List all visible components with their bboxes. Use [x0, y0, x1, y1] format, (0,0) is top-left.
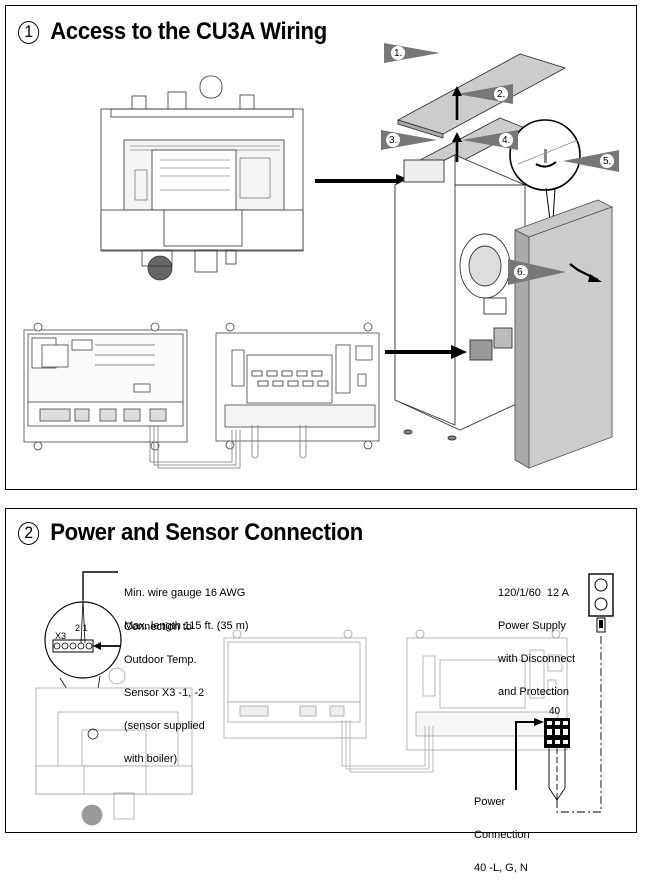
step-2-label: 2.	[497, 89, 506, 100]
power-supply-note: 120/1/60 12 A Power Supply with Disconne…	[498, 566, 575, 709]
step-6-label: 6.	[517, 267, 526, 278]
section-1-heading: Access to the CU3A Wiring	[50, 18, 327, 45]
wall-outlet-icon	[588, 573, 614, 633]
callout-step-5	[563, 150, 619, 172]
diagram-drawing	[23, 43, 619, 826]
callout-step-4	[462, 130, 518, 150]
wire-length-text: Max. length 115 ft. (35 m)	[124, 620, 249, 632]
sensor-text-2: Outdoor Temp.	[124, 654, 197, 666]
side-panel	[513, 199, 614, 469]
callout-step-6	[508, 259, 566, 285]
power-conn-text-1: Power	[474, 796, 506, 808]
boiler-front-view-small	[35, 667, 193, 826]
power-conn-text-3: 40 -L, G, N	[474, 862, 528, 874]
terminal-40-label: 40	[549, 706, 561, 717]
callout-step-2	[457, 84, 513, 104]
wire-gauge-text: Min. wire gauge 16 AWG	[124, 587, 246, 599]
boiler-front-view	[100, 75, 304, 281]
sensor-text-4: (sensor supplied	[124, 720, 205, 732]
power-supply-text: Power Supply	[498, 620, 566, 632]
control-board-left	[23, 322, 188, 451]
screw-detail-magnifier	[509, 119, 581, 221]
power-connection-note: Power Connection 40 -L, G, N	[474, 775, 530, 885]
sensor-magnifier	[44, 571, 122, 723]
section-2-title: 2 Power and Sensor Connection	[18, 519, 363, 547]
callout-step-1	[384, 43, 440, 63]
power-conn-text-2: Connection	[474, 829, 530, 841]
sensor-connection-note: Connection to Outdoor Temp. Sensor X3 -1…	[124, 600, 205, 776]
section-1-title: 1 Access to the CU3A Wiring	[18, 18, 327, 46]
step-number-badge: 2	[18, 521, 40, 545]
protection-text: and Protection	[498, 686, 569, 698]
sensor-text-3: Sensor X3 -1, -2	[124, 687, 205, 699]
step-3-label: 3.	[389, 135, 398, 146]
board-wires	[149, 425, 307, 469]
sensor-text-1: Connection to	[124, 621, 192, 633]
terminal-block-40	[544, 718, 570, 748]
x3-terminal-label: X3	[55, 631, 67, 641]
power-rating-text: 120/1/60 12 A	[498, 587, 569, 599]
disconnect-text: with Disconnect	[498, 653, 576, 665]
control-board-right	[215, 322, 380, 450]
step-5-label: 5.	[603, 156, 612, 167]
step-number-badge: 1	[18, 20, 40, 44]
section-2-heading: Power and Sensor Connection	[50, 519, 363, 546]
power-cable	[548, 636, 602, 813]
step-1-label: 1.	[394, 48, 403, 59]
sensor-text-5: with boiler)	[124, 753, 178, 765]
section-power-sensor: 2 Power and Sensor Connection	[5, 508, 637, 833]
pin-labels: 2 1	[75, 623, 88, 633]
control-board-right-2	[406, 629, 568, 751]
arrow-right-icon	[385, 345, 467, 359]
cabinet-isometric	[394, 53, 567, 441]
wire-gauge-note: Min. wire gauge 16 AWG Max. length 115 f…	[124, 566, 249, 643]
power-connection-arrow	[515, 718, 544, 790]
callout-step-3	[381, 130, 437, 150]
board-wires-2	[341, 720, 434, 773]
step-callouts	[381, 43, 619, 285]
step-4-label: 4.	[502, 135, 511, 146]
